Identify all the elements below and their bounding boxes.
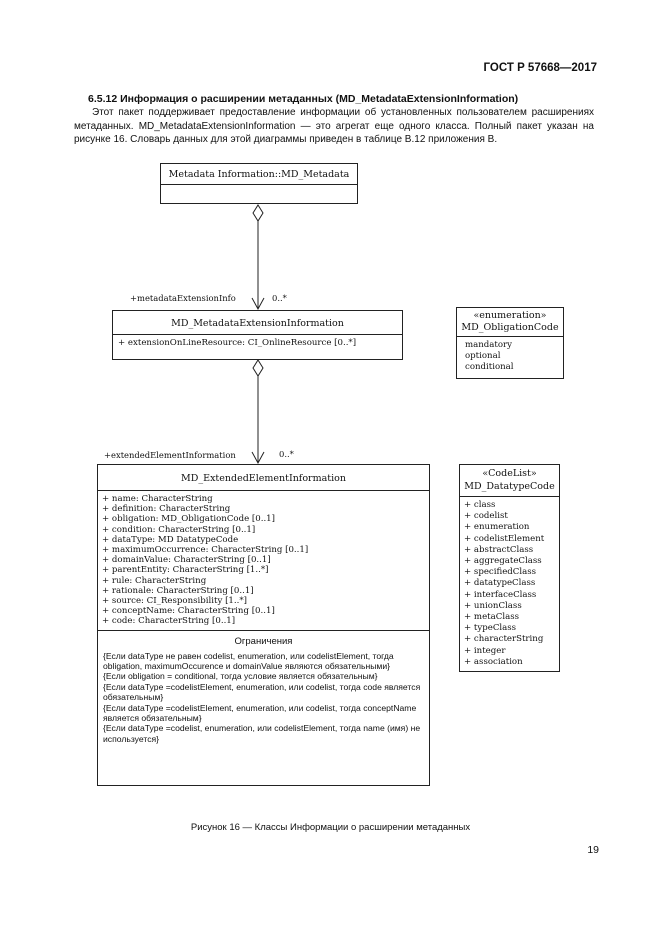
constraint-item: {Если dataType =codelistElement, enumera… bbox=[103, 681, 421, 703]
class-divider bbox=[98, 490, 429, 491]
codelist-item: + codelist bbox=[464, 511, 508, 522]
role-label-extended-element: +extendedElementInformation bbox=[104, 450, 236, 460]
constraint-item: {Если obligation = conditional, тогда ус… bbox=[103, 671, 378, 682]
class-attribute: + definition: CharacterString bbox=[102, 504, 231, 515]
aggregation-diamond-bottom bbox=[252, 359, 264, 377]
enum-md-obligation-code: «enumeration» MD_ObligationCode mandator… bbox=[456, 307, 564, 379]
constraints-divider bbox=[98, 629, 429, 631]
enum-item: conditional bbox=[465, 362, 514, 373]
class-attribute: + source: CI_Responsibility [1..*] bbox=[102, 596, 248, 607]
codelist-item: + unionClass bbox=[464, 600, 522, 611]
codelist-name: MD_DatatypeCode bbox=[464, 481, 555, 492]
class-attribute: + code: CharacterString [0..1] bbox=[102, 616, 236, 627]
constraint-item: {Если dataType =codelist, enumeration, и… bbox=[103, 723, 421, 744]
enum-name: MD_ObligationCode bbox=[461, 322, 559, 333]
class-attribute: + dataType: MD DatatypeCode bbox=[102, 534, 239, 545]
class-attribute: + domainValue: CharacterString [0..1] bbox=[102, 555, 271, 566]
codelist-item: + specifiedClass bbox=[464, 567, 537, 578]
class-md-extended-element-information: MD_ExtendedElementInformation + name: Ch… bbox=[97, 464, 430, 786]
class-attributes: + name: CharacterString+ definition: Cha… bbox=[98, 491, 429, 630]
section-paragraph: Этот пакет поддерживает предоставление и… bbox=[74, 107, 594, 145]
class-name: MD_MetadataExtensionInformation bbox=[171, 318, 344, 329]
codelist-item: + interfaceClass bbox=[464, 589, 537, 600]
page-number: 19 bbox=[587, 844, 599, 856]
class-md-metadata: Metadata Information::MD_Metadata bbox=[160, 163, 358, 204]
enum-divider bbox=[457, 336, 563, 337]
codelist-md-datatype-code: «CodeList» MD_DatatypeCode + class+ code… bbox=[459, 464, 560, 672]
constraints-list: {Если dataType не равен codelist, enumer… bbox=[98, 651, 429, 745]
codelist-item: + datatypeClass bbox=[464, 578, 536, 589]
class-divider bbox=[161, 184, 357, 185]
class-name: MD_ExtendedElementInformation bbox=[181, 473, 346, 484]
codelist-item: + characterString bbox=[464, 634, 544, 645]
class-divider bbox=[113, 334, 402, 335]
figure-caption: Рисунок 16 — Классы Информации о расшире… bbox=[190, 822, 471, 833]
arrowhead-bottom bbox=[251, 451, 265, 465]
constraint-item: {Если dataType =codelistElement, enumera… bbox=[103, 702, 417, 724]
multiplicity-extension-info: 0..* bbox=[272, 293, 287, 303]
codelist-items: + class+ codelist+ enumeration+ codelist… bbox=[460, 497, 559, 671]
codelist-item: + class bbox=[464, 500, 496, 510]
class-attribute: + extensionOnLineResource: CI_OnlineReso… bbox=[118, 338, 357, 348]
codelist-item: + codelistElement bbox=[464, 533, 545, 544]
class-attribute: + maximumOccurrence: CharacterString [0.… bbox=[102, 545, 309, 556]
class-attribute: + conceptName: CharacterString [0..1] bbox=[102, 606, 275, 617]
class-md-metadata-extension-information: MD_MetadataExtensionInformation + extens… bbox=[112, 310, 403, 360]
class-attribute: + rule: CharacterString bbox=[102, 575, 207, 586]
enum-item: optional bbox=[465, 351, 501, 362]
constraint-item: {Если dataType не равен codelist, enumer… bbox=[103, 650, 394, 672]
class-attribute: + name: CharacterString bbox=[102, 494, 213, 504]
class-attribute: + obligation: MD_ObligationCode [0..1] bbox=[102, 514, 276, 525]
codelist-item: + association bbox=[464, 656, 523, 667]
codelist-divider bbox=[460, 496, 559, 497]
codelist-item: + metaClass bbox=[464, 612, 520, 623]
codelist-item: + integer bbox=[464, 645, 506, 656]
multiplicity-extended-element: 0..* bbox=[279, 449, 294, 459]
enum-stereotype: «enumeration» bbox=[473, 310, 547, 321]
codelist-item: + typeClass bbox=[464, 623, 517, 634]
codelist-stereotype: «CodeList» bbox=[482, 468, 537, 479]
aggregation-diamond-top bbox=[252, 204, 264, 222]
codelist-item: + enumeration bbox=[464, 522, 530, 533]
constraints-title: Ограничения bbox=[234, 635, 293, 647]
arrowhead-top bbox=[251, 297, 265, 311]
codelist-item: + abstractClass bbox=[464, 544, 534, 555]
class-attribute: + rationale: CharacterString [0..1] bbox=[102, 585, 254, 596]
role-label-extension-info: +metadataExtensionInfo bbox=[130, 293, 236, 303]
standard-header: ГОСТ Р 57668—2017 bbox=[483, 62, 597, 74]
codelist-item: + aggregateClass bbox=[464, 556, 542, 567]
class-name: Metadata Information::MD_Metadata bbox=[168, 169, 350, 180]
section-title: 6.5.12 Информация о расширении метаданны… bbox=[88, 93, 519, 105]
enum-item: mandatory bbox=[465, 340, 513, 350]
class-attribute: + condition: CharacterString [0..1] bbox=[102, 524, 256, 535]
class-attribute: + parentEntity: CharacterString [1..*] bbox=[102, 565, 269, 576]
